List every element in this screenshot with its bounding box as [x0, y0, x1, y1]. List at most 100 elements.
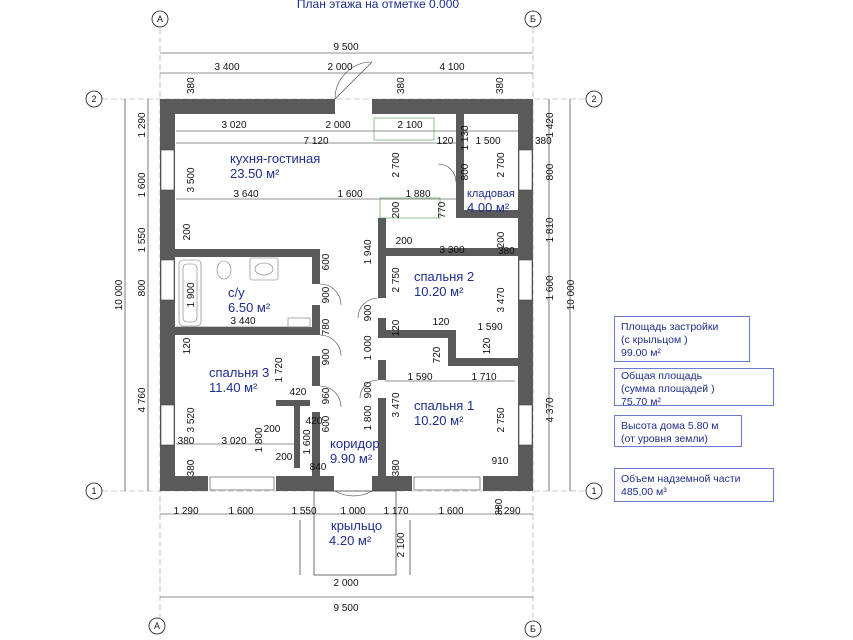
total-area-note: (сумма площадей ): [621, 383, 715, 395]
dim-1710: 1 710: [471, 372, 496, 383]
dim-380-d: 380: [535, 136, 552, 147]
dim-porch-depth: 2 100: [396, 532, 407, 557]
dim-bottom-5: 1 170: [383, 506, 408, 517]
dim-380-a: 380: [186, 77, 197, 94]
dimension-labels: 9 500 3 400 2 000 4 100 9 500 1 290 1 60…: [114, 42, 577, 614]
axis-lines: [102, 28, 585, 618]
dim-200-e: 200: [264, 424, 281, 435]
axis-b-top: Б: [530, 14, 536, 24]
dim-left-3: 1 550: [137, 227, 148, 252]
dim-720: 720: [432, 346, 443, 363]
dim-200-d: 200: [496, 231, 507, 248]
dim-380-i: 380: [494, 498, 505, 515]
dim-bottom-3: 1 550: [291, 506, 316, 517]
dim-1590-b: 1 590: [407, 372, 432, 383]
axis-markers: А Б А Б 2 2 1 1: [85, 10, 603, 638]
total-area-value: 75.70 м²: [621, 396, 661, 408]
dim-120-a: 120: [437, 136, 454, 147]
build-area-label: Площадь застройки: [621, 321, 719, 333]
room-pantry-name: кладовая: [467, 188, 515, 200]
dim-1500: 1 500: [475, 136, 500, 147]
dim-3520: 3 520: [186, 407, 197, 432]
dim-200-a: 200: [391, 201, 402, 218]
build-area-box: Площадь застройки (с крыльцом ) 99.00 м²: [614, 316, 750, 362]
dim-1880: 1 880: [405, 189, 430, 200]
room-porch-area: 4.20 м²: [329, 533, 372, 548]
room-kitchen-area: 23.50 м²: [230, 166, 280, 181]
axis-b-bottom: Б: [530, 624, 536, 634]
fixtures: [178, 117, 441, 329]
dim-1720: 1 720: [274, 357, 285, 382]
dim-3640: 3 640: [233, 189, 258, 200]
dim-2750-a: 2 750: [391, 267, 402, 292]
dim-120-d: 120: [182, 337, 193, 354]
dim-2000-inner: 2 000: [325, 120, 350, 131]
dim-bottom-4: 1 000: [340, 506, 365, 517]
axis-1-left: 1: [91, 486, 96, 496]
dim-380-f: 380: [178, 436, 195, 447]
room-bed3-area: 11.40 м²: [209, 380, 258, 395]
dim-380-b: 380: [396, 77, 407, 94]
dim-left-total: 10 000: [114, 279, 125, 310]
dim-200-b: 200: [182, 223, 193, 240]
dim-1800-b: 1 800: [254, 427, 265, 452]
axis-1-right: 1: [591, 486, 596, 496]
dim-top-1: 3 400: [214, 62, 239, 73]
porch: [299, 490, 411, 576]
height-label: Высота дома 5.80 м: [621, 420, 719, 432]
dim-600-b: 600: [321, 415, 332, 432]
dim-960: 960: [321, 387, 332, 404]
room-labels: кухня-гостиная 23.50 м² с/у 6.50 м² клад…: [209, 151, 515, 548]
dim-left-1: 1 290: [137, 112, 148, 137]
dim-2700-b: 2 700: [496, 152, 507, 177]
dim-1130: 1 130: [460, 125, 471, 150]
walls: [160, 99, 533, 491]
dim-right-total: 10 000: [566, 279, 577, 310]
dim-3440: 3 440: [230, 316, 255, 327]
axis-2-right: 2: [591, 94, 596, 104]
dim-bottom-total: 9 500: [333, 603, 358, 614]
room-bed3-name: спальня 3: [209, 365, 269, 380]
dim-1800-a: 1 800: [363, 405, 374, 430]
dim-770: 770: [437, 201, 448, 218]
height-box: Высота дома 5.80 м (от уровня земли): [614, 415, 742, 447]
dim-900-b: 900: [363, 304, 374, 321]
room-corridor-name: коридор: [330, 436, 380, 451]
room-bath-area: 6.50 м²: [228, 300, 271, 315]
dim-left-2: 1 600: [137, 172, 148, 197]
dim-380-e: 380: [498, 246, 515, 257]
dim-2100: 2 100: [397, 120, 422, 131]
dim-3020-top: 3 020: [221, 120, 246, 131]
dim-left-4: 800: [137, 279, 148, 296]
dim-3020-bottom: 3 020: [221, 436, 246, 447]
dim-2700-a: 2 700: [391, 152, 402, 177]
dim-1600-a: 1 600: [337, 189, 362, 200]
dim-bottom-7: 1 290: [495, 506, 520, 517]
dim-900-d: 900: [363, 381, 374, 398]
dim-120-c: 120: [433, 317, 450, 328]
dim-3470-a: 3 470: [496, 287, 507, 312]
dim-2750-b: 2 750: [496, 407, 507, 432]
volume-label: Объем надземной части: [621, 473, 741, 485]
dim-left-5: 4 760: [137, 387, 148, 412]
dim-120-b: 120: [391, 319, 402, 336]
room-bed2-area: 10.20 м²: [414, 284, 464, 299]
dim-right-4: 1 600: [545, 275, 556, 300]
room-bed1-area: 10.20 м²: [414, 413, 464, 428]
dim-380-g: 380: [186, 459, 197, 476]
dim-900-c: 900: [321, 348, 332, 365]
height-note: (от уровня земли): [621, 433, 708, 445]
dim-120-e: 120: [482, 337, 493, 354]
room-bed1-name: спальня 1: [414, 398, 474, 413]
dim-420-a: 420: [290, 387, 307, 398]
volume-value: 485,00 м³: [621, 486, 667, 498]
dim-7120: 7 120: [303, 136, 328, 147]
total-area-label: Общая площадь: [621, 370, 703, 382]
dim-right-2: 800: [545, 163, 556, 180]
doors: [319, 61, 457, 497]
dim-bottom-2: 1 600: [228, 506, 253, 517]
axis-a-top: А: [157, 14, 163, 24]
dim-1590-a: 1 590: [477, 322, 502, 333]
dim-right-5: 4 370: [545, 397, 556, 422]
room-bed2-name: спальня 2: [414, 269, 474, 284]
